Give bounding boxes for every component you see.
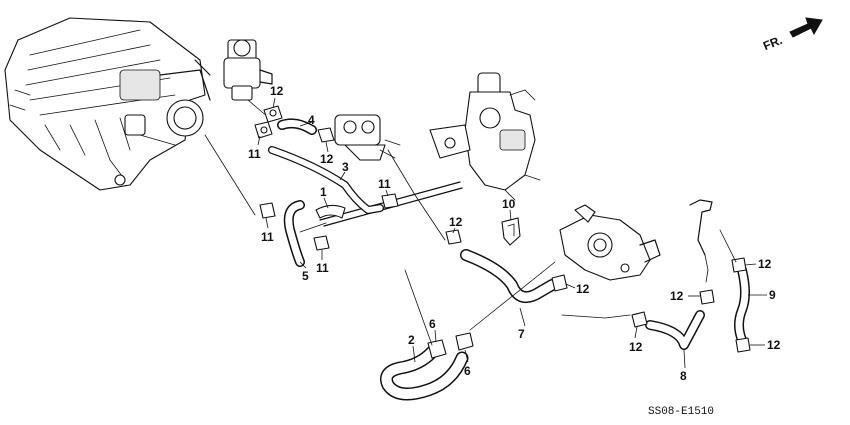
callout-4: 4 bbox=[308, 113, 315, 127]
callout-9: 9 bbox=[769, 288, 776, 302]
callout-labels: 12 4 11 12 3 11 1 11 11 5 12 10 12 7 6 2… bbox=[248, 84, 781, 383]
clamp-12-right-bottom bbox=[735, 337, 751, 353]
callout-7: 7 bbox=[518, 327, 525, 341]
hose-9 bbox=[734, 265, 750, 345]
callout-12: 12 bbox=[449, 215, 463, 229]
clamp-6-left bbox=[427, 339, 447, 359]
callout-10: 10 bbox=[502, 197, 516, 211]
hose-2 bbox=[380, 345, 469, 401]
clamp-12-top bbox=[263, 105, 283, 123]
thermostat-housing bbox=[559, 204, 661, 281]
clamp-12-right-top bbox=[731, 257, 747, 273]
clamp-12-center bbox=[317, 127, 335, 143]
bypass-pipe bbox=[689, 199, 713, 283]
callout-8: 8 bbox=[680, 369, 687, 383]
clamp-1 bbox=[315, 204, 346, 219]
callout-1: 1 bbox=[320, 185, 327, 199]
callout-leaders bbox=[257, 97, 767, 369]
front-label: FR. bbox=[761, 33, 784, 53]
callout-12: 12 bbox=[629, 340, 643, 354]
clamp-11-right bbox=[381, 193, 399, 209]
drawing-code: SS08-E1510 bbox=[648, 406, 714, 418]
clamp-12-thermo bbox=[551, 274, 568, 292]
front-direction-marker: FR. bbox=[761, 17, 823, 53]
callout-12: 12 bbox=[320, 152, 334, 166]
hoses bbox=[268, 118, 750, 401]
callout-12: 12 bbox=[270, 84, 284, 98]
clamp-12-lower-right bbox=[631, 311, 648, 328]
hose-3 bbox=[268, 146, 384, 214]
intake-manifold-assembly bbox=[4, 17, 211, 191]
hose-4 bbox=[277, 118, 317, 135]
hose-5 bbox=[283, 200, 305, 267]
hose-7 bbox=[460, 249, 558, 304]
callout-12: 12 bbox=[576, 282, 590, 296]
callout-11: 11 bbox=[261, 230, 274, 244]
callout-12: 12 bbox=[767, 338, 781, 352]
front-arrow-icon bbox=[789, 17, 823, 38]
reference-leaders bbox=[204, 134, 737, 346]
callout-11: 11 bbox=[378, 177, 391, 191]
cylinder-head-housing bbox=[429, 72, 541, 201]
clamp-10 bbox=[501, 217, 521, 246]
bypass-valve bbox=[334, 114, 401, 161]
clamp-11-upper bbox=[254, 121, 273, 139]
clamp-11-lower-center bbox=[313, 235, 330, 251]
callout-3: 3 bbox=[342, 160, 349, 174]
callout-2: 2 bbox=[408, 333, 415, 347]
air-valve bbox=[223, 39, 273, 121]
callout-11: 11 bbox=[316, 261, 329, 275]
callout-5: 5 bbox=[302, 269, 309, 283]
callout-12: 12 bbox=[758, 257, 772, 271]
clamp-12-pipe bbox=[699, 289, 715, 305]
callout-12: 12 bbox=[670, 289, 684, 303]
callout-11: 11 bbox=[248, 147, 261, 161]
clamp-11-lower-left bbox=[259, 202, 276, 219]
clamp-6-right bbox=[455, 332, 474, 351]
callout-6: 6 bbox=[464, 364, 471, 378]
callout-6: 6 bbox=[429, 317, 436, 331]
hose-clamps bbox=[254, 105, 751, 359]
hose-8 bbox=[645, 310, 705, 350]
